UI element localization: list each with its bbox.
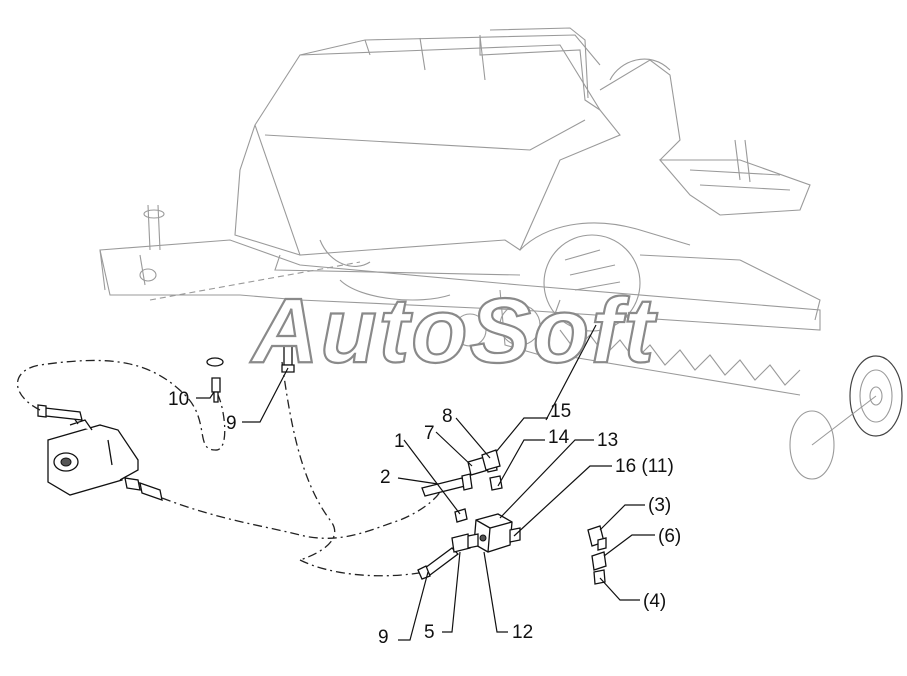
callout-5: 5 — [424, 622, 435, 643]
fitting-1 — [454, 508, 468, 523]
hose-fitting-2 — [421, 473, 473, 497]
gauge-wheel — [789, 355, 903, 480]
hydraulic-hoses — [16, 359, 441, 577]
fitting-detail-3 — [587, 525, 607, 551]
callout-8: 8 — [442, 406, 453, 427]
hydraulic-motor — [47, 409, 139, 496]
callout-10: 10 — [168, 389, 189, 410]
valve-block-12 — [473, 513, 521, 553]
callout-16-11: 16 (11) — [615, 456, 674, 477]
callout-3: (3) — [648, 495, 671, 516]
callout-13: 13 — [597, 430, 618, 451]
callout-12: 12 — [512, 622, 533, 643]
callout-labels: 10 9 8 7 1 2 15 14 13 16 (11) (3) (6) (4… — [168, 389, 681, 648]
hose-end-fitting-right — [124, 477, 163, 501]
watermark-text: AutoSoft — [250, 280, 658, 382]
fitting-detail-6 — [591, 551, 607, 571]
valve-10 — [206, 357, 224, 403]
callout-14: 14 — [548, 427, 570, 448]
adapter-5 — [451, 533, 479, 553]
callout-6: (6) — [658, 526, 681, 547]
hose-end-fitting-left — [37, 404, 83, 421]
callout-15: 15 — [550, 401, 571, 422]
hose-fitting-9-lower — [417, 547, 459, 580]
machine-frame — [99, 27, 821, 396]
leader-lines — [196, 324, 655, 641]
callout-2: 2 — [380, 467, 391, 488]
callout-4: (4) — [643, 591, 666, 612]
callout-9-upper: 9 — [226, 413, 237, 434]
callout-1: 1 — [394, 431, 405, 452]
elbow-8 — [481, 449, 503, 491]
callout-9-lower: 9 — [378, 627, 389, 648]
callout-7: 7 — [424, 423, 435, 444]
